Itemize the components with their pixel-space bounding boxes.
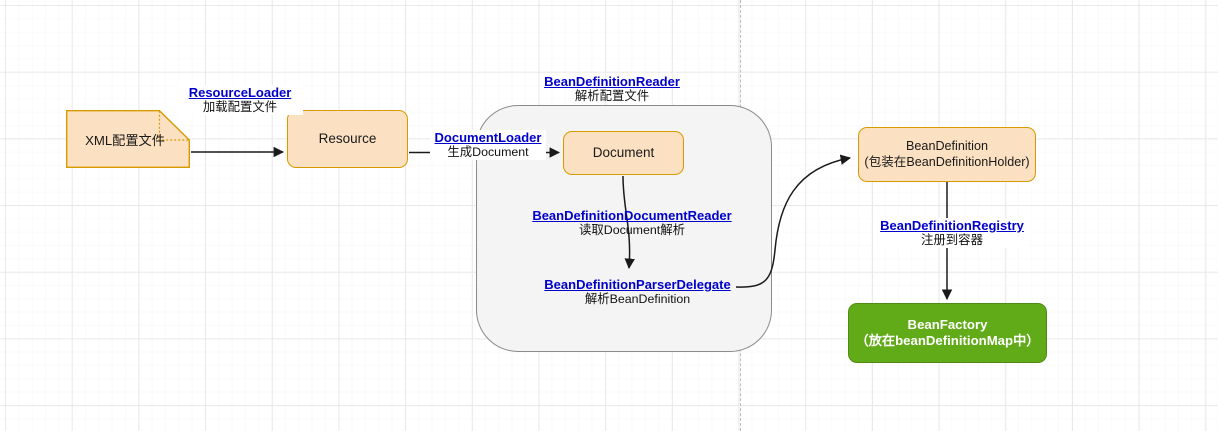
bean-factory-label-line1: BeanFactory	[907, 316, 988, 332]
label-bean-definition-reader[interactable]: BeanDefinitionReader 解析配置文件	[526, 74, 698, 104]
node-bean-factory[interactable]: BeanFactory （放在beanDefinitionMap中）	[848, 303, 1047, 363]
resource-label: Resource	[318, 130, 377, 146]
resource-loader-api: ResourceLoader	[188, 85, 292, 100]
label-bean-definition-document-reader[interactable]: BeanDefinitionDocumentReader 读取Document解…	[531, 208, 733, 238]
label-document-loader[interactable]: DocumentLoader 生成Document	[430, 130, 546, 160]
xml-config-file-label: XML配置文件	[85, 132, 165, 148]
label-resource-loader[interactable]: ResourceLoader 加载配置文件	[177, 85, 303, 115]
bean-definition-reader-desc: 解析配置文件	[574, 89, 650, 104]
bean-definition-label-line1: BeanDefinition	[906, 138, 988, 153]
resource-loader-desc: 加载配置文件	[202, 100, 278, 115]
node-xml-config-file[interactable]: XML配置文件	[66, 110, 190, 168]
bean-definition-label-line2: (包装在BeanDefinitionHolder)	[864, 154, 1030, 169]
bean-factory-label-line2: （放在beanDefinitionMap中）	[855, 333, 1040, 348]
document-loader-api: DocumentLoader	[434, 130, 542, 145]
bean-definition-registry-desc: 注册到容器	[921, 233, 983, 248]
bean-definition-parser-delegate-desc: 解析BeanDefinition	[584, 292, 691, 307]
xml-config-file-outline	[66, 110, 190, 168]
label-bean-definition-registry[interactable]: BeanDefinitionRegistry 注册到容器	[876, 218, 1028, 248]
node-document[interactable]: Document	[563, 131, 684, 175]
edge-parser-delegate-to-bean-definition	[735, 154, 852, 288]
node-bean-definition[interactable]: BeanDefinition (包装在BeanDefinitionHolder)	[858, 127, 1036, 182]
bean-definition-reader-api: BeanDefinitionReader	[544, 74, 680, 89]
bean-definition-parser-delegate-api: BeanDefinitionParserDelegate	[544, 277, 731, 292]
bean-definition-document-reader-desc: 读取Document解析	[578, 223, 686, 238]
document-loader-desc: 生成Document	[447, 145, 529, 160]
label-bean-definition-parser-delegate[interactable]: BeanDefinitionParserDelegate 解析BeanDefin…	[540, 277, 735, 307]
node-resource[interactable]: Resource	[287, 110, 408, 168]
edge-document-to-parser-delegate	[622, 175, 635, 270]
bean-definition-document-reader-api: BeanDefinitionDocumentReader	[532, 208, 732, 223]
document-label: Document	[592, 144, 655, 160]
bean-definition-registry-api: BeanDefinitionRegistry	[880, 218, 1024, 233]
